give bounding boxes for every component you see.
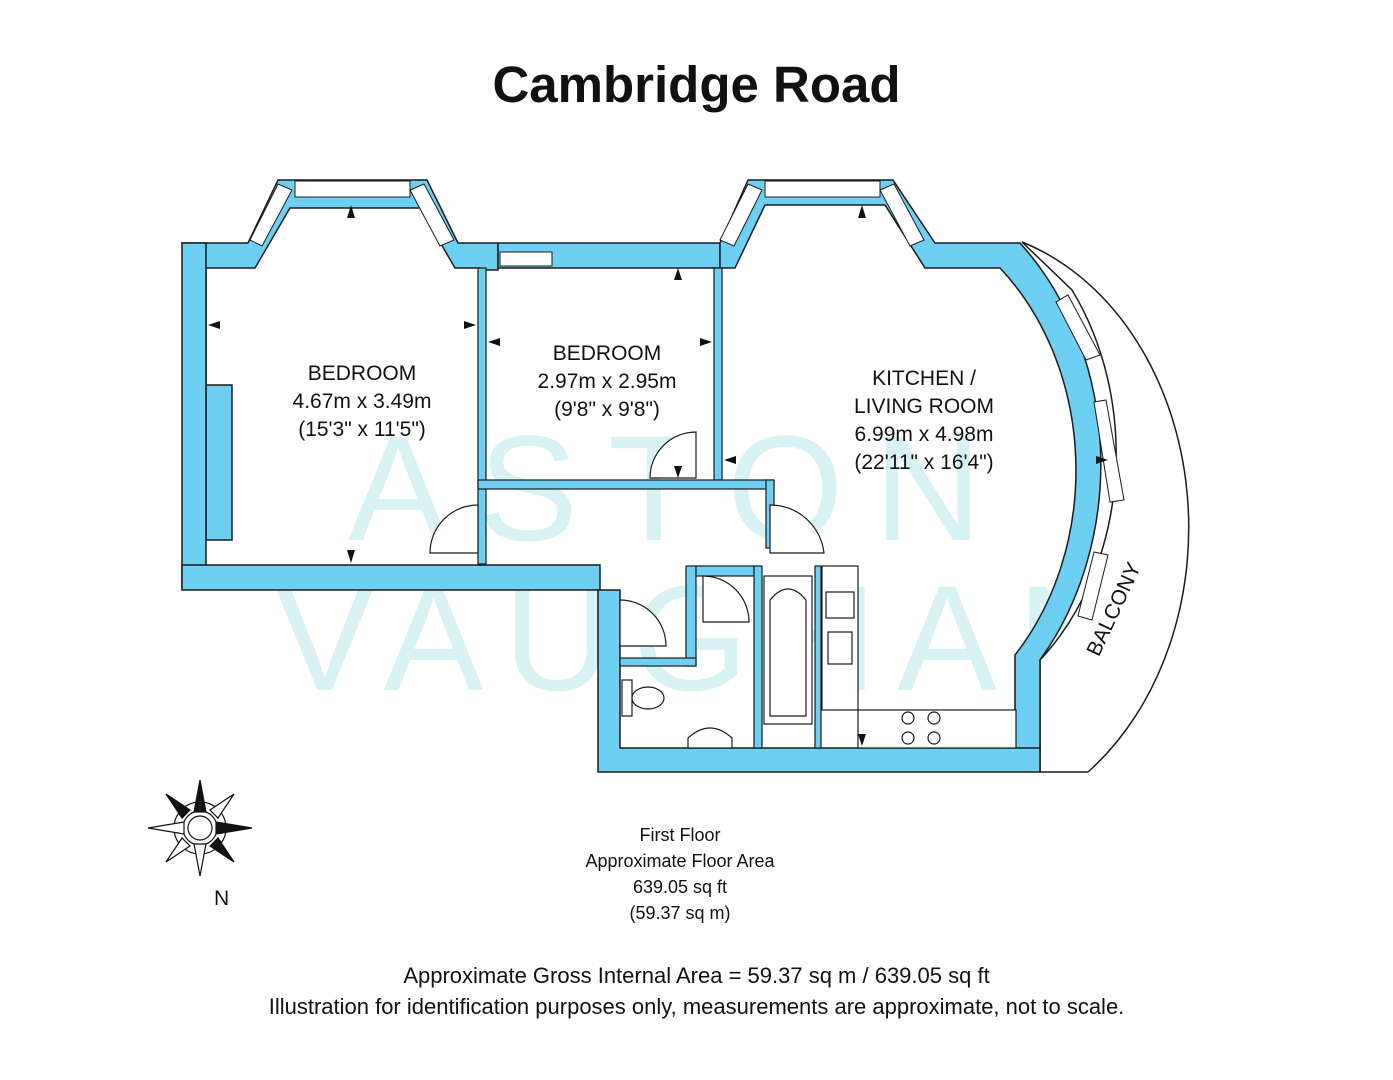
fixtures <box>621 565 1017 749</box>
hob-ring <box>901 711 915 725</box>
kitchen-imperial: (22'11" x 16'4") <box>854 451 993 474</box>
bedroom2-metric: 2.97m x 2.95m <box>538 370 677 393</box>
sink <box>825 591 855 619</box>
bedroom1-name: BEDROOM <box>308 362 417 385</box>
bedroom1-metric: 4.67m x 3.49m <box>293 390 432 413</box>
hob-ring <box>927 711 941 725</box>
bath-basin <box>769 588 807 717</box>
floor-name: First Floor <box>639 825 721 845</box>
compass-icon <box>147 779 253 877</box>
compass-north-label: N <box>214 887 230 910</box>
footer-gross-area: Approximate Gross Internal Area = 59.37 … <box>403 963 990 988</box>
exterior-walls <box>181 179 1102 773</box>
bedroom2-imperial: (9'8" x 9'8") <box>554 398 660 421</box>
page-title: Cambridge Road <box>492 56 901 113</box>
dimension-markers <box>208 205 1108 746</box>
floor-area-sqm: (59.37 sq m) <box>629 903 731 923</box>
floor-area-label: Approximate Floor Area <box>585 851 775 871</box>
hob-ring <box>927 731 941 745</box>
hob-ring <box>901 731 915 745</box>
interior-walls <box>477 267 822 749</box>
toilet-cistern <box>621 679 633 717</box>
kitchen-metric: 6.99m x 4.98m <box>855 423 994 446</box>
fridge <box>827 631 853 665</box>
toilet-bowl <box>631 686 665 710</box>
windows <box>249 180 1125 621</box>
doors <box>429 431 825 647</box>
bedroom1-imperial: (15'3" x 11'5") <box>298 418 426 441</box>
kitchen-name-line1: KITCHEN / <box>872 367 976 390</box>
footer-disclaimer: Illustration for identification purposes… <box>268 994 1125 1019</box>
floor-area-sqft: 639.05 sq ft <box>632 877 728 897</box>
bedroom2-name: BEDROOM <box>553 342 662 365</box>
balcony <box>1021 241 1190 773</box>
kitchen-name-line2: LIVING ROOM <box>854 395 994 418</box>
floor-area-info: First Floor Approximate Floor Area 639.0… <box>530 822 830 926</box>
basin <box>687 727 733 749</box>
footer: Approximate Gross Internal Area = 59.37 … <box>0 960 1393 1022</box>
